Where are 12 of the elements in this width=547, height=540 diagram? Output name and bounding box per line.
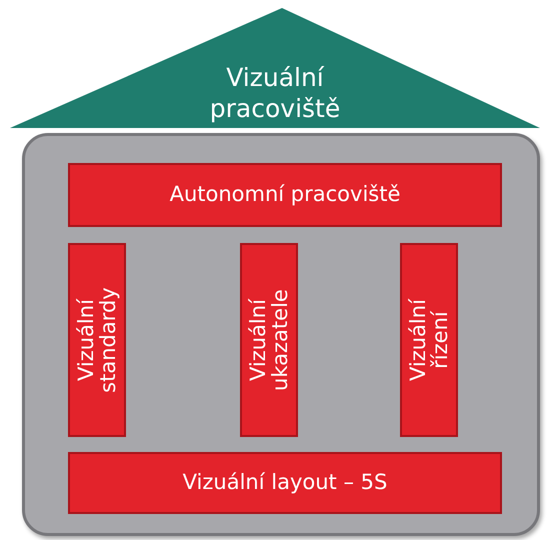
house-body (22, 133, 540, 536)
roof-label: Vizuální pracoviště (208, 62, 342, 124)
pillar-box (240, 243, 298, 437)
beam-box (68, 163, 502, 227)
pillar-box (68, 243, 126, 437)
beam-box (68, 452, 502, 514)
pillar-label: Vizuální ukazatele (246, 288, 292, 393)
bar-label: Autonomní pracoviště (170, 183, 400, 207)
pillar-label: Vizuální standardy (74, 286, 120, 395)
pillar-label: Vizuální řízení (406, 298, 452, 383)
pillar-box (400, 243, 458, 437)
bar-label: Vizuální layout – 5S (182, 471, 388, 495)
